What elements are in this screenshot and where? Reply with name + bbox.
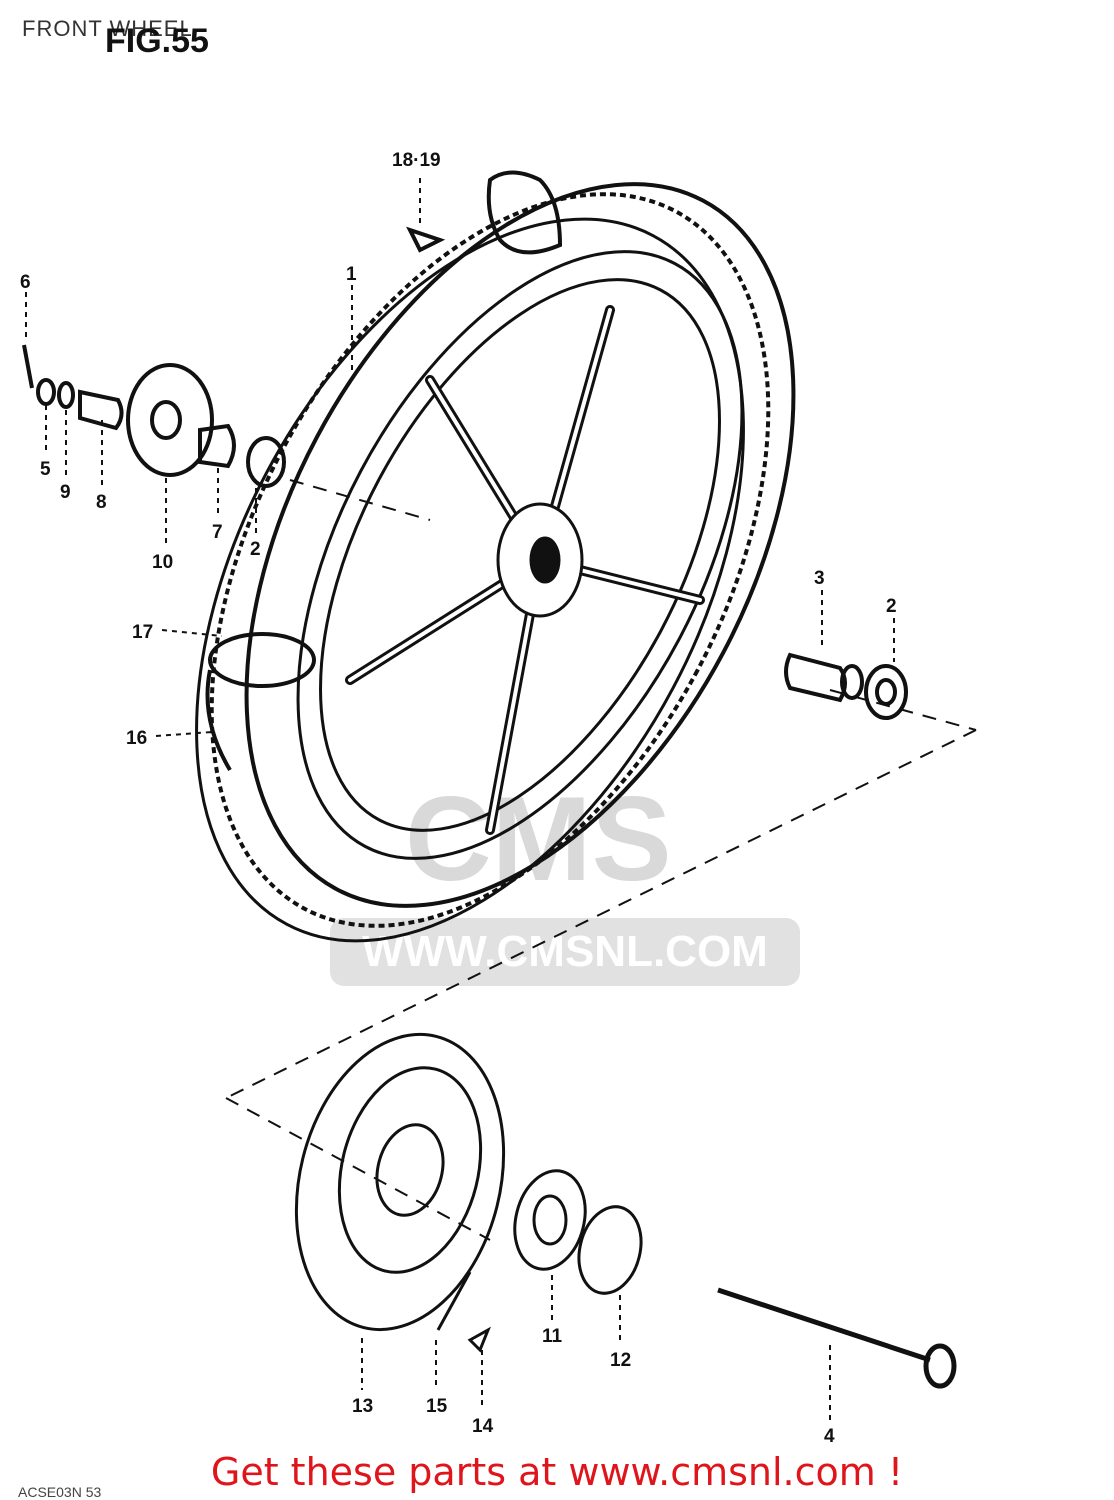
callout-label: 1: [346, 264, 357, 285]
callout-label: 2: [886, 596, 897, 617]
corner-code: ACSE03N 53: [18, 1484, 102, 1500]
wheel-rim: [296, 250, 744, 860]
callout-label: 6: [20, 272, 31, 293]
callout-label: 2: [250, 539, 261, 560]
watermark-logo: CMS: [405, 772, 672, 906]
valve-stem: [406, 170, 563, 255]
disc-fasteners: [436, 1271, 491, 1353]
callout-label: 7: [212, 522, 223, 543]
watermark-url: WWW.CMSNL.COM: [330, 918, 800, 986]
callout-label: 13: [352, 1396, 373, 1417]
leader-lines: [25, 178, 895, 1422]
callout-label: 9: [60, 482, 71, 503]
callout-label: 18·19: [392, 150, 441, 171]
callout-label: 8: [96, 492, 107, 513]
callout-label: 14: [472, 1416, 494, 1437]
axle-centerline: [225, 479, 977, 1241]
right-hub-parts: [784, 652, 908, 720]
callout-label: 12: [610, 1350, 631, 1371]
front-axle: [717, 1287, 957, 1389]
callout-label: 11: [542, 1326, 563, 1347]
retainer-and-gear: [513, 1169, 643, 1295]
callout-label: 3: [814, 568, 825, 589]
footer-link-text[interactable]: Get these parts at www.cmsnl.com !: [210, 1450, 904, 1494]
wheel-hub: [496, 502, 584, 618]
callout-label: 5: [40, 459, 51, 480]
callout-label: 17: [132, 622, 153, 643]
callout-label: 16: [126, 728, 147, 749]
callout-label: 15: [426, 1396, 448, 1417]
diagram-caption: FRONT WHEEL: [22, 16, 193, 41]
left-hub-parts: [22, 344, 286, 488]
callout-labels: 18·19 1 6 5 9 8 10 7 2 17 16 3 2 13 15 1…: [20, 150, 897, 1447]
callout-label: 10: [152, 552, 173, 573]
callout-label: 4: [824, 1426, 835, 1447]
brake-disc: [294, 1032, 506, 1332]
figure-number: FIG.55: [105, 22, 209, 60]
tire-cutaway: [205, 632, 316, 772]
